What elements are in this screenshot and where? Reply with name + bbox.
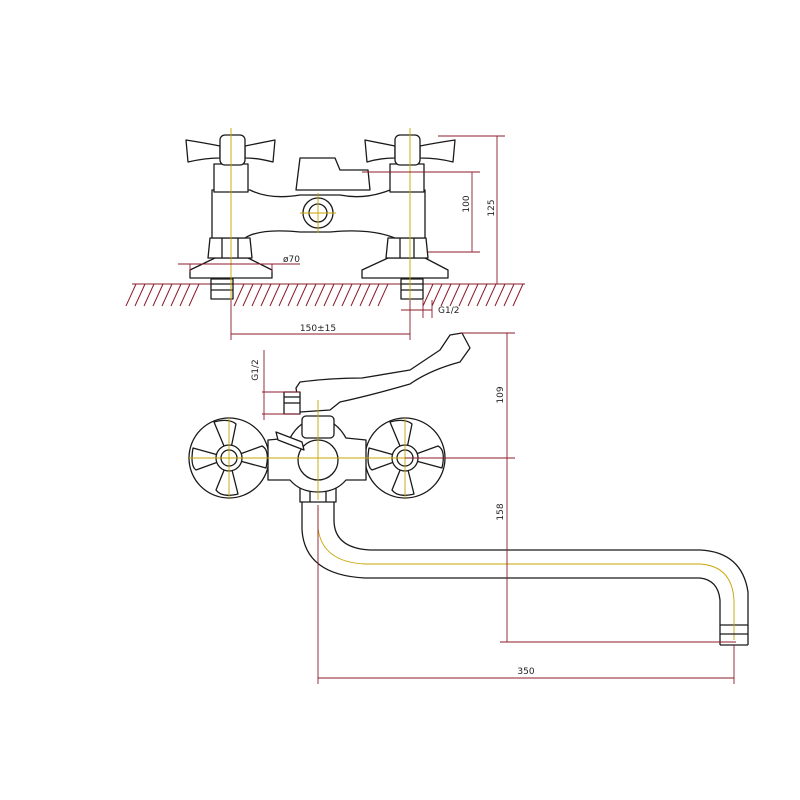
right-connection-stub	[400, 278, 424, 300]
hatch-line	[341, 283, 353, 307]
hatch-line	[233, 283, 245, 307]
right-hex-nut	[385, 237, 429, 259]
hatch-line	[431, 283, 443, 307]
dim-label-100: 100	[462, 195, 472, 212]
hatch-line	[332, 283, 344, 307]
hatch-line	[377, 283, 389, 307]
long-lever	[295, 332, 471, 413]
hatch-line	[503, 283, 515, 307]
hatch-line	[134, 283, 146, 307]
hatch-line	[512, 283, 524, 307]
spout-center-line	[317, 505, 735, 640]
hatch-line	[278, 283, 290, 307]
left-hex-nut	[207, 237, 253, 259]
hatch-line	[152, 283, 164, 307]
hatch-line	[125, 283, 137, 307]
hatch-line	[458, 283, 470, 307]
dim-thread-top: G1/2	[401, 300, 459, 318]
hatch-line	[422, 283, 434, 307]
dim-label-125: 125	[487, 199, 497, 216]
dim-height-100: 100	[362, 171, 480, 253]
hatch-line	[179, 283, 191, 307]
hatch-line	[242, 283, 254, 307]
hatch-line	[305, 283, 317, 307]
hatch-line	[368, 283, 380, 307]
hatch-line	[251, 283, 263, 307]
hatch-line	[476, 283, 488, 307]
right-rosette	[361, 257, 449, 279]
hatch-line	[296, 283, 308, 307]
dim-label-spacing: 150±15	[300, 324, 336, 334]
wall-hatch	[125, 283, 525, 307]
dim-label-109: 109	[496, 386, 506, 403]
hatch-line	[161, 283, 173, 307]
hatch-line	[323, 283, 335, 307]
swivel-spout	[301, 499, 749, 626]
hatch-line	[485, 283, 497, 307]
hatch-line	[359, 283, 371, 307]
front-elevation-view: 100 125 ø70 150±15 G1/2	[125, 128, 525, 340]
hatch-line	[143, 283, 155, 307]
dim-label-diameter: ø70	[283, 255, 300, 265]
dim-label-thread-side: G1/2	[251, 359, 261, 380]
right-valve-column	[389, 163, 425, 193]
side-lever	[275, 431, 305, 451]
dim-height-125: 125	[438, 135, 505, 284]
hatch-line	[269, 283, 281, 307]
dim-height-109: 109	[405, 332, 515, 459]
hatch-line	[170, 283, 182, 307]
plan-view: G1/2 109 158 350	[188, 332, 749, 684]
dim-height-158: 158	[496, 458, 736, 643]
hatch-line	[188, 283, 200, 307]
left-connection-stub	[210, 278, 234, 300]
hatch-line	[494, 283, 506, 307]
hatch-line	[467, 283, 479, 307]
hatch-line	[287, 283, 299, 307]
dim-spacing: 150±15	[230, 300, 411, 340]
diverter-lever	[295, 157, 371, 191]
hatch-line	[260, 283, 272, 307]
dim-label-350: 350	[517, 667, 534, 677]
dim-thread-side: G1/2	[251, 350, 300, 420]
left-cross-handle	[185, 134, 276, 166]
dim-spout-350: 350	[317, 505, 735, 684]
right-cross-handle	[364, 134, 456, 166]
dim-label-158: 158	[496, 503, 506, 520]
dim-label-thread-top: G1/2	[438, 306, 459, 316]
dim-diameter-70: ø70	[178, 255, 300, 272]
hatch-line	[440, 283, 452, 307]
hatch-line	[314, 283, 326, 307]
hatch-line	[449, 283, 461, 307]
hatch-line	[350, 283, 362, 307]
